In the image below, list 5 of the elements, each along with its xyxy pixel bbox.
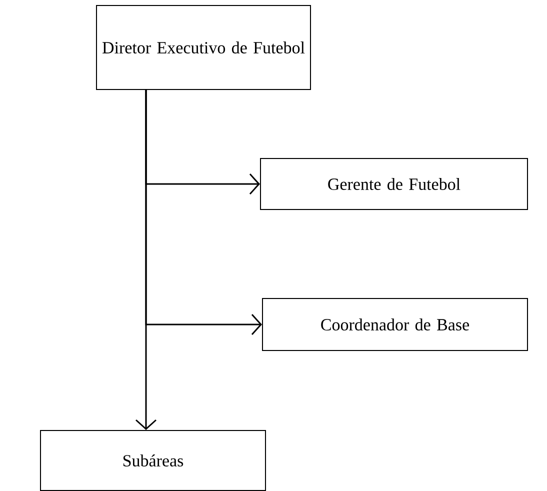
arrow [136,90,156,430]
process-box: Diretor Executivo de Futebol [96,5,311,90]
process-box: Subáreas [40,430,266,491]
process-box: Coordenador de Base [262,298,528,351]
process-box: Gerente de Futebol [260,158,528,210]
